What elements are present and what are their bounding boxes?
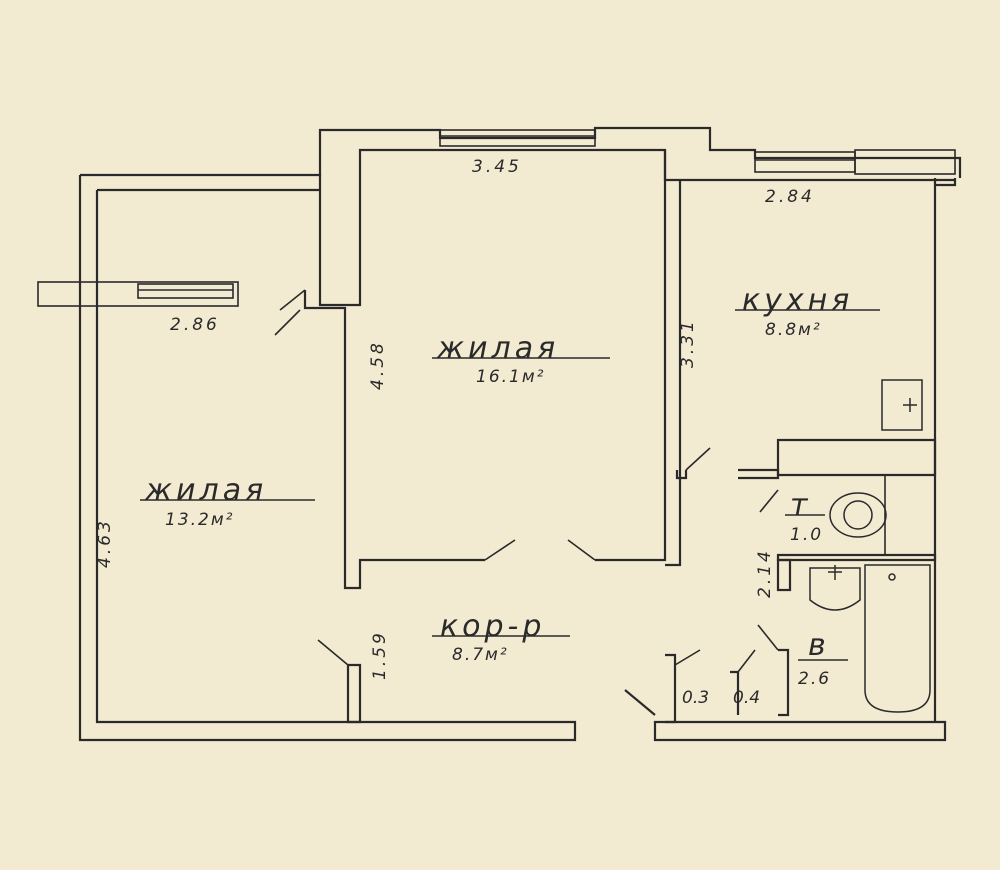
dim-corridor-depth: 1.59 — [370, 630, 390, 680]
central-room-walls — [274, 148, 955, 590]
room-name-corridor: кор-р — [440, 609, 545, 644]
dim-living-2-depth: 4.63 — [95, 518, 115, 568]
dim-kitchen-width: 2.84 — [765, 187, 815, 207]
room-label-toilet: т 1.0 — [785, 488, 825, 545]
dim-bath-depth: 2.14 — [755, 548, 775, 598]
room-name-living-2: жилая — [144, 473, 267, 508]
room-label-living-1: жилая 16.1м² — [432, 331, 610, 387]
dim-living-2-width: 2.86 — [170, 315, 220, 335]
room-name-bath: в — [808, 628, 830, 663]
room-label-living-2: жилая 13.2м² — [140, 473, 315, 530]
room-label-corridor: кор-р 8.7м² — [432, 609, 570, 665]
room-area-toilet: 1.0 — [790, 525, 823, 545]
room-label-kitchen: кухня 8.8м² — [735, 283, 880, 340]
room-area-living-2: 13.2м² — [165, 510, 235, 530]
windows — [37, 129, 956, 307]
room-area-living-1: 16.1м² — [476, 367, 546, 387]
partitions — [317, 438, 937, 724]
room-area-bath: 2.6 — [798, 669, 831, 689]
fixtures — [809, 379, 931, 713]
room-area-kitchen: 8.8м² — [765, 320, 822, 340]
room-name-toilet: т — [790, 488, 811, 523]
room-area-corridor: 8.7м² — [452, 645, 509, 665]
room-name-living-1: жилая — [436, 331, 559, 366]
dim-niche-2: 0.4 — [733, 688, 760, 708]
room-name-kitchen: кухня — [742, 283, 853, 318]
room-label-bath: в 2.6 — [798, 628, 848, 689]
dim-niche-1: 0.3 — [682, 688, 709, 708]
dim-living-1-depth: 4.58 — [368, 340, 388, 390]
dimension-labels: 3.45 2.84 2.86 4.58 3.31 4.63 1.59 2.14 … — [95, 157, 815, 708]
dim-living-1-width: 3.45 — [472, 157, 522, 177]
dim-kitchen-depth: 3.31 — [678, 318, 698, 368]
